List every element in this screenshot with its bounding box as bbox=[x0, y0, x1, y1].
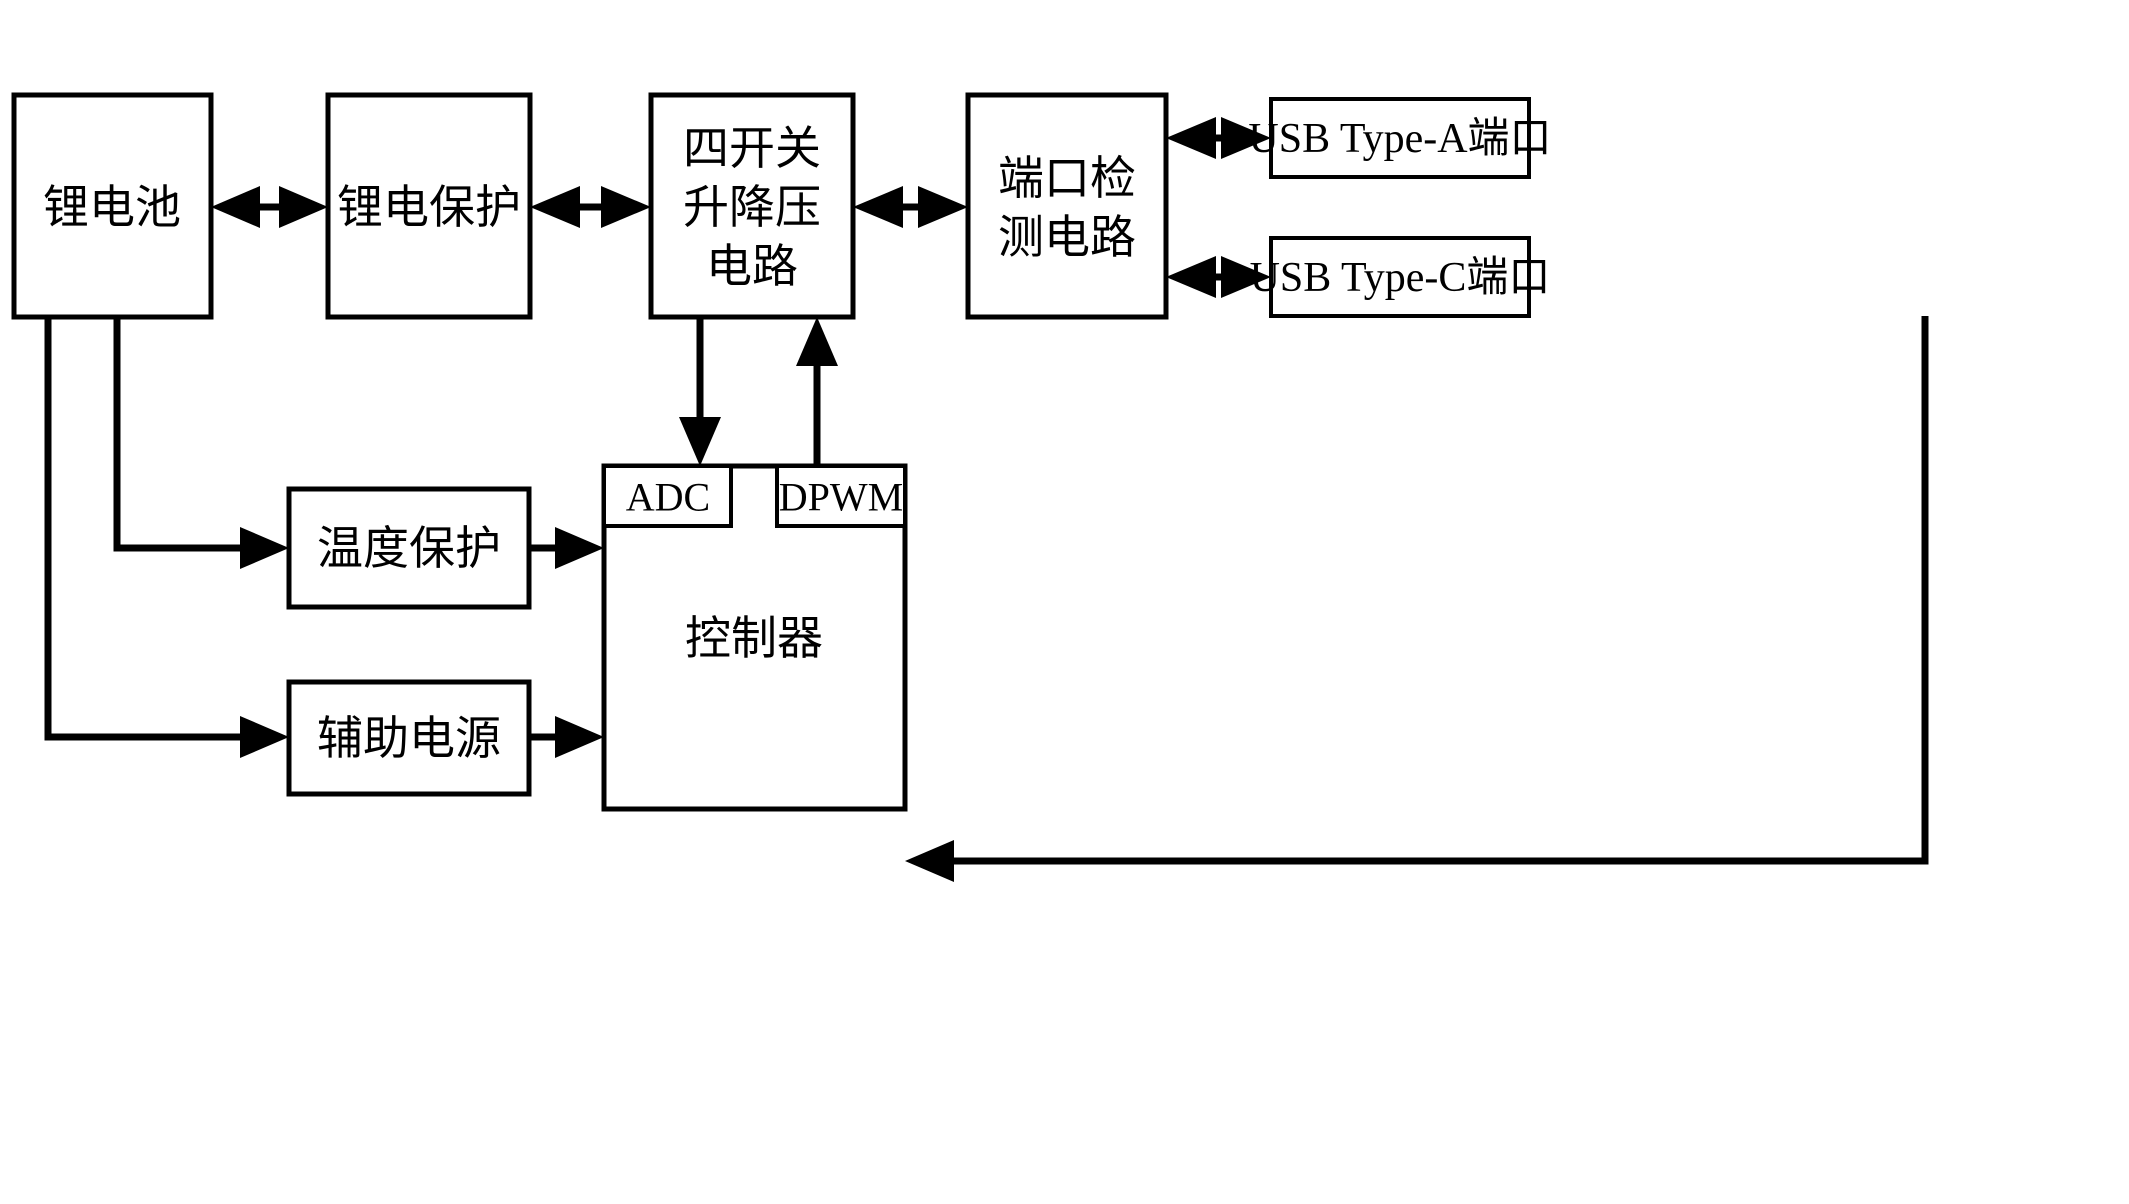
block-auxiliary-power-label: 辅助电源 bbox=[317, 711, 501, 765]
block-battery-protection-label: 锂电保护 bbox=[337, 180, 521, 234]
block-auxiliary-power[interactable]: 辅助电源 bbox=[286, 679, 532, 797]
block-four-switch-buck-boost-label-line2: 升降压 bbox=[683, 180, 821, 234]
connector-bms-buckboost bbox=[530, 186, 651, 228]
block-dpwm-label: DPWM bbox=[779, 475, 903, 520]
connector-usbc-controller bbox=[905, 316, 1929, 882]
block-usb-type-c-port[interactable]: USB Type-C端口 bbox=[1250, 236, 1551, 318]
connector-portdet-usba bbox=[1166, 117, 1271, 159]
block-four-switch-buck-boost-label-line1: 四开关 bbox=[683, 121, 821, 175]
connector-aux-controller bbox=[529, 716, 604, 758]
block-controller-label: 控制器 bbox=[685, 611, 823, 665]
connector-temp-controller bbox=[529, 527, 604, 569]
block-battery-label: 锂电池 bbox=[43, 180, 181, 234]
connector-buckboost-portdet bbox=[853, 186, 968, 228]
connector-buckboost-adc bbox=[679, 317, 721, 466]
block-battery-protection[interactable]: 锂电保护 bbox=[325, 92, 533, 320]
block-usb-type-c-port-label: USB Type-C端口 bbox=[1250, 255, 1551, 301]
block-dpwm[interactable]: DPWM bbox=[775, 464, 907, 528]
block-port-detection[interactable]: 端口检 测电路 bbox=[965, 92, 1169, 320]
block-port-detection-label-line1: 端口检 bbox=[998, 151, 1136, 205]
connector-battery-bms bbox=[211, 186, 328, 228]
block-port-detection-label-line2: 测电路 bbox=[998, 210, 1136, 264]
block-four-switch-buck-boost[interactable]: 四开关 升降压 电路 bbox=[648, 92, 856, 320]
connector-dpwm-buckboost bbox=[796, 317, 838, 466]
block-four-switch-buck-boost-label-line3: 电路 bbox=[706, 239, 798, 293]
connector-battery-aux bbox=[44, 317, 289, 758]
block-usb-type-a-port-label: USB Type-A端口 bbox=[1248, 116, 1551, 162]
connector-portdet-usbc bbox=[1166, 256, 1271, 298]
block-temperature-protection[interactable]: 温度保护 bbox=[286, 486, 532, 610]
block-adc[interactable]: ADC bbox=[602, 464, 733, 528]
block-adc-label: ADC bbox=[626, 475, 710, 520]
connector-battery-temp bbox=[113, 317, 289, 569]
block-battery[interactable]: 锂电池 bbox=[11, 92, 214, 320]
block-temperature-protection-label: 温度保护 bbox=[317, 521, 501, 575]
block-usb-type-a-port[interactable]: USB Type-A端口 bbox=[1248, 97, 1552, 179]
